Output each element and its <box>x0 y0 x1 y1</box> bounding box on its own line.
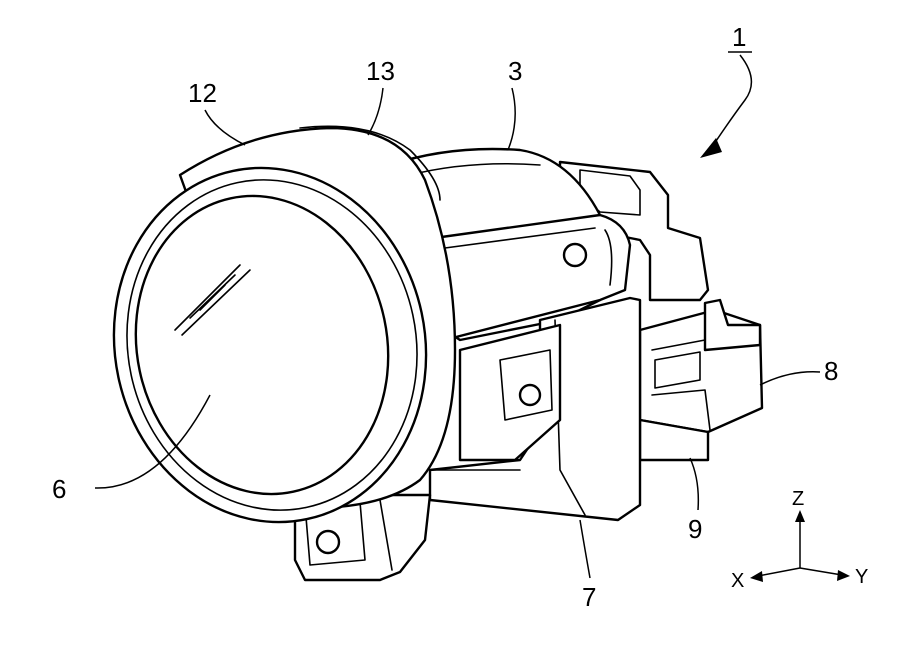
label-3: 3 <box>508 56 522 86</box>
label-7: 7 <box>582 582 596 612</box>
connector-8 <box>638 298 764 462</box>
label-9: 9 <box>688 514 702 544</box>
label-6: 6 <box>52 474 66 504</box>
label-12: 12 <box>188 78 217 108</box>
mount-tab <box>293 493 432 582</box>
leader-lines <box>94 87 821 579</box>
label-1: 1 <box>732 22 746 52</box>
lens-6 <box>134 194 390 496</box>
assembly-arrow <box>700 51 753 158</box>
bracket-7 <box>428 296 642 522</box>
reference-numerals: 12 13 3 1 8 6 9 7 <box>52 22 838 612</box>
axis-x-label: X <box>731 570 744 592</box>
axis-triad: Z Y X <box>731 488 868 592</box>
axis-z-label: Z <box>792 488 804 510</box>
label-13: 13 <box>366 56 395 86</box>
arm-stay <box>405 213 632 402</box>
label-8: 8 <box>824 356 838 386</box>
axis-y-label: Y <box>855 566 868 588</box>
